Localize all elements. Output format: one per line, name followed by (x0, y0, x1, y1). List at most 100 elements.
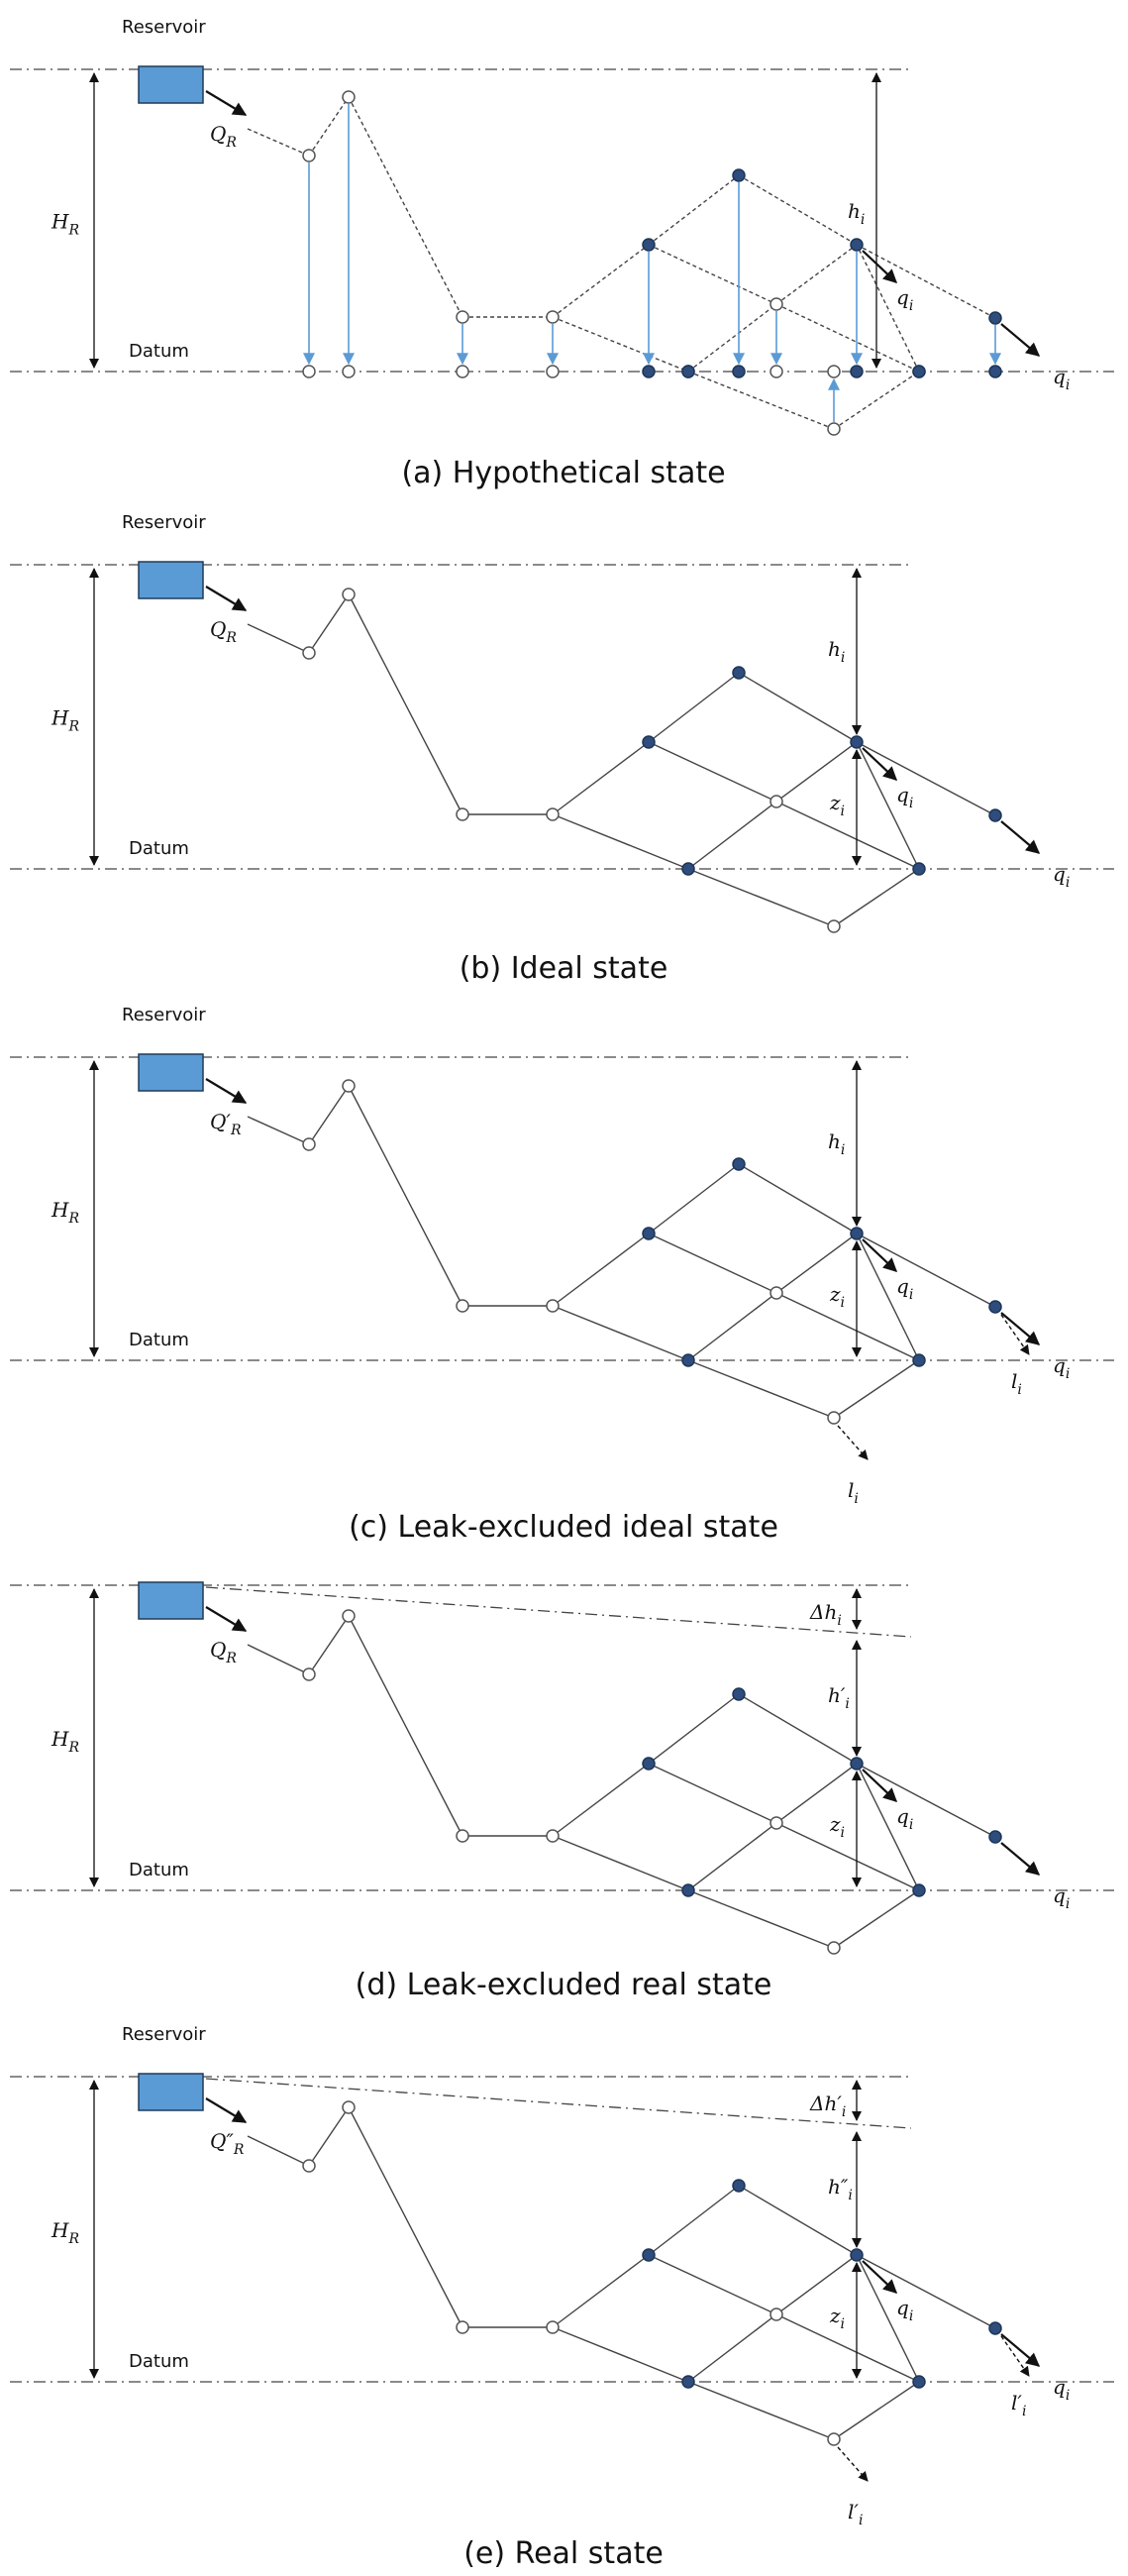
reservoir-tank (138, 1581, 204, 1620)
junction-node-n1 (302, 1667, 316, 1681)
demand-label-end-node-subscript: i (1066, 377, 1070, 393)
junction-node-n8 (769, 1816, 783, 1830)
pipe-n4-n6 (552, 741, 650, 815)
junction-node-n11 (912, 862, 926, 876)
pipe-n8-n7 (775, 244, 858, 305)
junction-node-n10 (681, 1353, 695, 1367)
junction-node-n1 (302, 149, 316, 162)
pipe-n11-n7 (856, 1233, 920, 1361)
junction-node-n5 (732, 2179, 746, 2193)
pipe-n12-n11 (833, 371, 920, 430)
junction-node-n4 (546, 310, 560, 324)
demand-label-end-node-symbol: q (1053, 1883, 1066, 1907)
junction-node-n6 (642, 1757, 656, 1771)
junction-node-n11 (912, 1883, 926, 1897)
demand-label-end-node: qi (1053, 1353, 1070, 1382)
junction-node-n12 (827, 1941, 841, 1955)
leakage-arrow-end-node (1000, 1314, 1030, 1355)
pipe-n8-n11 (775, 303, 920, 373)
demand-label-end-node-symbol: q (1053, 2375, 1066, 2399)
demand-arrow-node-i (862, 2260, 898, 2294)
head-loss-label: Δhi (809, 1600, 842, 1629)
pipe-n5-n7 (738, 2185, 858, 2256)
pressure-head-label: h″i (828, 2175, 853, 2203)
junction-node-n10 (681, 862, 695, 876)
elevation-label: zi (829, 1812, 845, 1841)
pipe-n8-n11 (775, 2313, 920, 2383)
reservoir-head-label: HR (51, 706, 79, 735)
leakage-label-low-node: li (848, 1478, 859, 1507)
pipe-n10-n8 (687, 2313, 777, 2383)
head-loss-label-symbol: Δh′ (809, 2092, 842, 2115)
demand-arrow-node-i (862, 250, 898, 283)
head-loss-label: Δh′i (809, 2092, 846, 2120)
leakage-label-low-node-symbol: l′ (848, 2500, 859, 2523)
pipe-n1-n2 (308, 96, 350, 157)
panel-caption: (d) Leak-excluded real state (356, 1968, 772, 2002)
leakage-label-end-node-symbol: l′ (1011, 2391, 1022, 2415)
junction-node-n2 (342, 90, 356, 104)
panel-caption: (e) Real state (463, 2536, 664, 2571)
supply-flow-arrow (205, 2097, 248, 2123)
junction-node-n5 (732, 666, 746, 680)
junction-node-n10 (681, 365, 695, 378)
supply-flow-label-symbol: Q (210, 122, 226, 146)
junction-node-n8 (769, 795, 783, 808)
demand-label-node-i: qi (896, 783, 913, 811)
panel-caption: (c) Leak-excluded ideal state (349, 1510, 778, 1545)
pipe-n11-n7 (856, 741, 920, 870)
pipe-n10-n8 (687, 303, 777, 373)
projected-node-n7 (850, 365, 864, 378)
pressure-head-label-subscript: i (841, 650, 845, 666)
elevation-label-symbol: z (829, 791, 841, 814)
leakage-label-end-node-subscript: i (1017, 1382, 1021, 1398)
elevation-label-subscript: i (841, 2316, 845, 2332)
panel-caption: (b) Ideal state (460, 951, 668, 986)
pipe-n11-n7 (856, 1763, 920, 1891)
supply-flow-label-subscript: R (225, 1651, 237, 1666)
pipe-n5-n7 (738, 1693, 858, 1765)
projected-node-n1 (302, 365, 316, 378)
pipe-n1-n2 (308, 2106, 350, 2167)
pipe-n12-n11 (833, 1889, 920, 1949)
junction-node-n1 (302, 646, 316, 660)
junction-node-n9 (988, 1300, 1002, 1314)
demand-arrow-end-node (1000, 1312, 1041, 1345)
pipe-n4-n6 (552, 1763, 650, 1837)
junction-node-n5 (732, 1157, 746, 1171)
pipe-n4-n6 (552, 1233, 650, 1307)
pressure-head-label: hi (828, 1129, 845, 1158)
demand-arrow-end-node (1000, 323, 1041, 357)
pipe-reservoir-n1 (247, 2135, 310, 2167)
junction-node-n1 (302, 2159, 316, 2173)
junction-node-n2 (342, 1079, 356, 1093)
demand-arrow-end-node (1000, 2333, 1041, 2367)
pipe-n2-n3 (348, 96, 463, 318)
junction-node-n9 (988, 311, 1002, 325)
pipe-n11-n7 (856, 244, 920, 373)
reservoir-head-label: HR (51, 1198, 79, 1227)
demand-label-node-i-subscript: i (909, 796, 913, 811)
reservoir-head-label: HR (51, 210, 79, 239)
junction-node-n3 (456, 310, 469, 324)
demand-label-end-node: qi (1053, 1883, 1070, 1912)
head-loss-label-subscript: i (842, 2104, 846, 2120)
pipe-n4-n10 (552, 2326, 689, 2383)
pipe-n8-n7 (775, 2254, 858, 2315)
pipe-n7-n9 (856, 2254, 996, 2329)
junction-node-n7 (850, 735, 864, 749)
pipe-n2-n3 (348, 593, 463, 815)
pressure-head-label-symbol: h″ (828, 2175, 849, 2199)
pipe-n6-n8 (648, 2254, 777, 2315)
reservoir-head-label-subscript: R (67, 719, 79, 735)
junction-node-n2 (342, 2100, 356, 2114)
leakage-label-end-node: l′i (1011, 2391, 1026, 2419)
demand-label-end-node: qi (1053, 365, 1070, 393)
pipe-n10-n12 (687, 2381, 835, 2440)
elevation-label-symbol: z (829, 1812, 841, 1836)
demand-label-node-i-symbol: q (896, 783, 909, 806)
supply-flow-arrow (205, 1078, 248, 1104)
demand-label-end-node-subscript: i (1066, 1896, 1070, 1912)
elevation-label-subscript: i (841, 1295, 845, 1311)
